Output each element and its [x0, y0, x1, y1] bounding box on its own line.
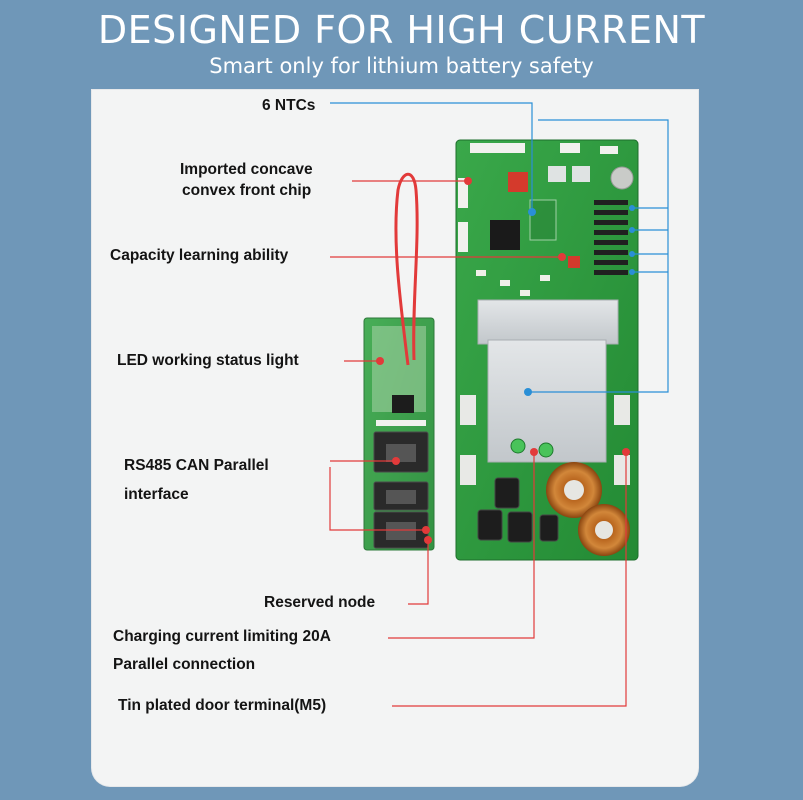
- red-wire: [394, 172, 419, 366]
- red-callout-lines: [329, 180, 627, 707]
- label-capacity: Capacity learning ability: [110, 247, 289, 264]
- ntc-callout-lines: [330, 102, 669, 393]
- label-charging-line1: Charging current limiting 20A: [113, 628, 331, 645]
- page-title: DESIGNED FOR HIGH CURRENT: [97, 8, 706, 52]
- page-subtitle: Smart only for lithium battery safety: [209, 54, 594, 78]
- label-rs485-line2: interface: [124, 486, 189, 503]
- label-chip-line1: Imported concave: [180, 161, 313, 178]
- label-charging-line2: Parallel connection: [113, 656, 256, 673]
- label-led: LED working status light: [117, 352, 299, 369]
- label-chip-line2: convex front chip: [182, 182, 312, 199]
- label-rs485-line1: RS485 CAN Parallel: [124, 457, 269, 474]
- interface-pcb: [363, 317, 435, 551]
- main-pcb: [455, 139, 639, 561]
- label-reserved: Reserved node: [264, 594, 376, 611]
- label-ntc: 6 NTCs: [262, 97, 316, 114]
- label-terminal: Tin plated door terminal(M5): [118, 697, 327, 714]
